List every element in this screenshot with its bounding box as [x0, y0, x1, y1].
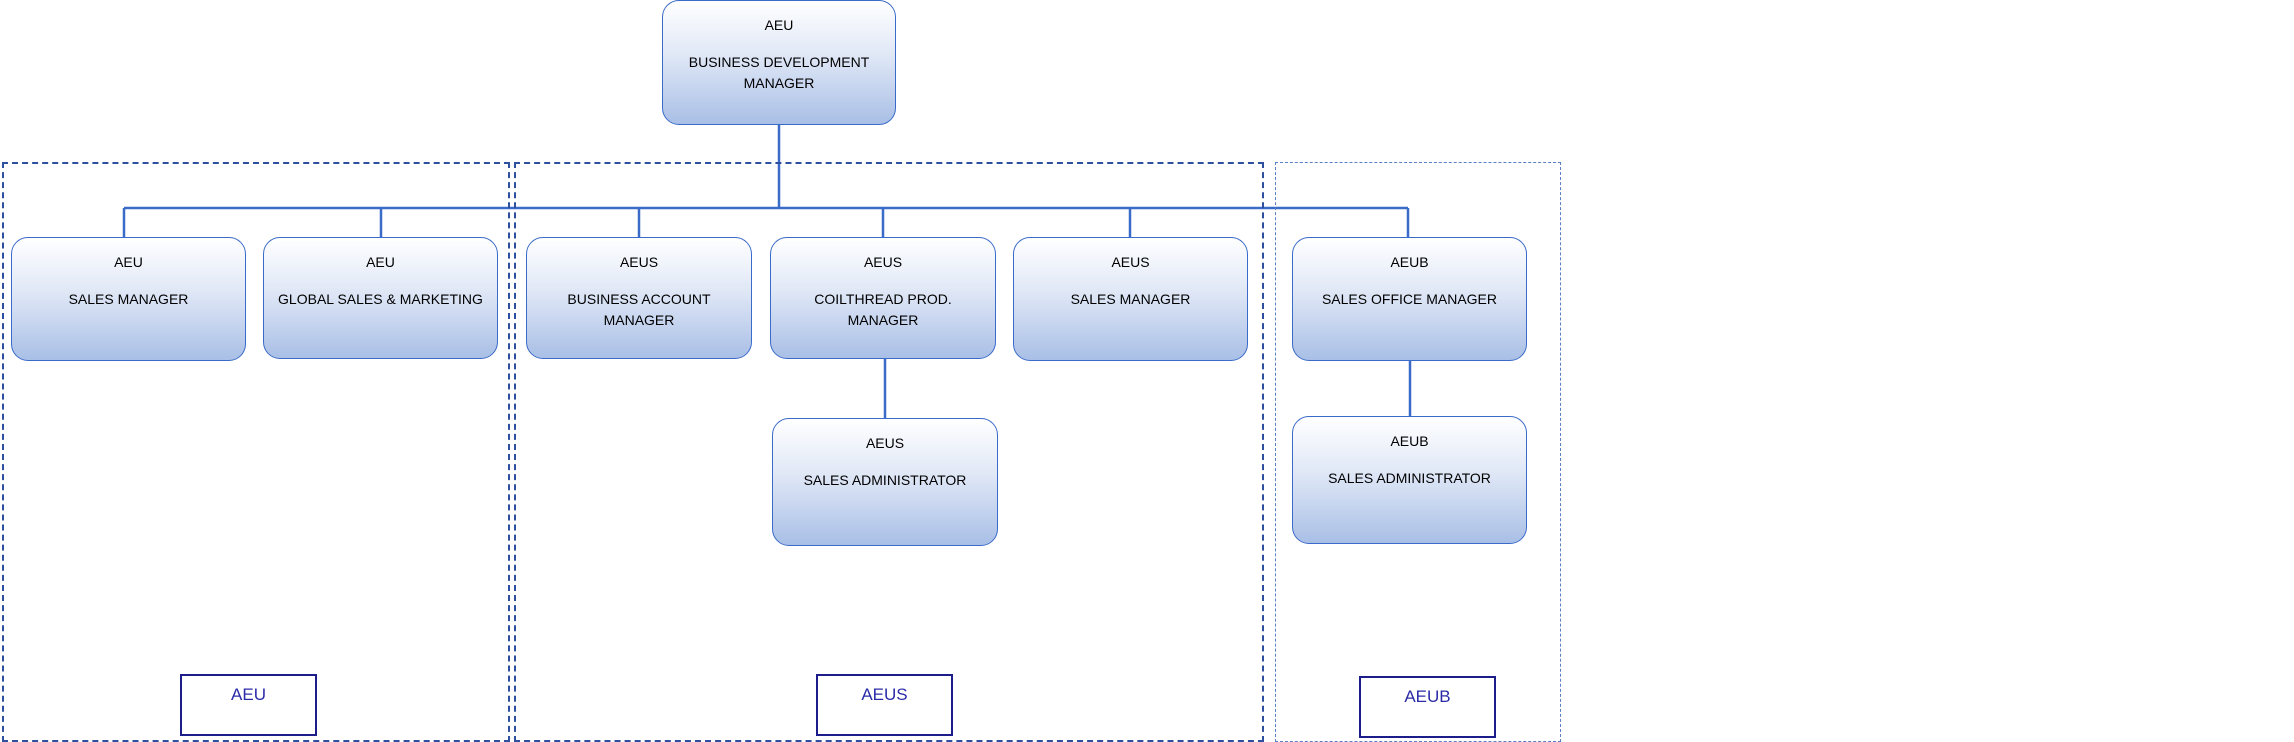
node-org-label: AEU	[366, 254, 395, 270]
node-role-label: SALES ADMINISTRATOR	[1328, 470, 1491, 486]
node-role-label: SALES MANAGER	[1070, 291, 1191, 307]
region-aeus	[514, 162, 1264, 742]
node-business-development-manager[interactable]: AEU BUSINESS DEVELOPMENT MANAGER	[662, 0, 896, 125]
node-aeu-sales-manager[interactable]: AEU SALES MANAGER	[11, 237, 246, 361]
node-org-label: AEU	[114, 254, 143, 270]
node-aeu-global-sales-marketing[interactable]: AEU GLOBAL SALES & MARKETING	[263, 237, 498, 359]
node-role-label: COILTHREAD PROD. MANAGER	[814, 291, 952, 328]
node-aeub-sales-office-manager[interactable]: AEUB SALES OFFICE MANAGER	[1292, 237, 1527, 361]
region-aeu	[2, 162, 510, 742]
node-org-label: AEUB	[1390, 254, 1429, 270]
legend-aeus: AEUS	[816, 674, 953, 736]
node-role-label: SALES MANAGER	[68, 291, 189, 307]
node-org-label: AEUB	[1390, 433, 1429, 449]
node-org-label: AEU	[764, 17, 794, 33]
node-role-label: BUSINESS DEVELOPMENT MANAGER	[688, 54, 870, 91]
node-org-label: AEUS	[1111, 254, 1150, 270]
legend-aeu: AEU	[180, 674, 317, 736]
node-aeus-business-account-manager[interactable]: AEUS BUSINESS ACCOUNT MANAGER	[526, 237, 752, 359]
node-aeus-sales-administrator[interactable]: AEUS SALES ADMINISTRATOR	[772, 418, 998, 546]
node-aeus-coilthread-prod-manager[interactable]: AEUS COILTHREAD PROD. MANAGER	[770, 237, 996, 359]
node-role-label: BUSINESS ACCOUNT MANAGER	[567, 291, 711, 328]
node-org-label: AEUS	[865, 435, 905, 451]
node-org-label: AEUS	[619, 254, 659, 270]
node-role-label: SALES ADMINISTRATOR	[803, 472, 967, 488]
node-org-label: AEUS	[863, 254, 903, 270]
node-role-label: SALES OFFICE MANAGER	[1321, 291, 1498, 307]
node-aeub-sales-administrator[interactable]: AEUB SALES ADMINISTRATOR	[1292, 416, 1527, 544]
legend-aeub: AEUB	[1359, 676, 1496, 738]
node-role-label: GLOBAL SALES & MARKETING	[278, 291, 483, 307]
node-aeus-sales-manager[interactable]: AEUS SALES MANAGER	[1013, 237, 1248, 361]
